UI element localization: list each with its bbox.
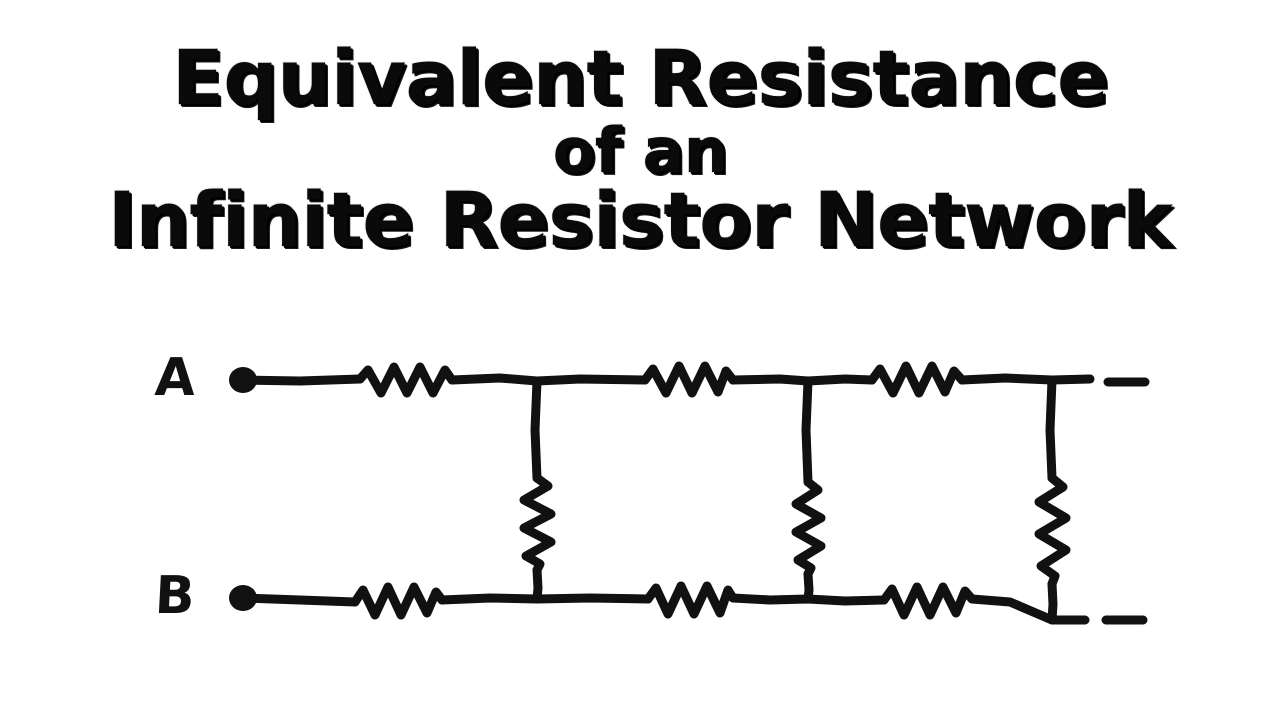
bottom-series-resistor-3	[879, 582, 977, 620]
top-wire-3	[957, 373, 1095, 385]
shunt-resistor-2	[791, 477, 826, 579]
shunt-branch-1-top-wire	[530, 376, 542, 483]
terminal-dot-b	[229, 585, 257, 611]
resistor-network-svg	[229, 361, 1150, 625]
title-line-1: Equivalent Resistance	[171, 33, 1109, 122]
shunt-resistor-1	[519, 473, 556, 575]
title-line-2: of an	[552, 113, 728, 187]
top-series-resistor-1	[355, 362, 457, 398]
shunt-branch-1-bottom-wire	[532, 565, 543, 604]
top-wire-2	[728, 374, 877, 386]
bottom-series-resistor-1	[350, 582, 447, 620]
bottom-lead-wire	[238, 593, 360, 607]
bottom-wire-1	[437, 593, 653, 605]
terminal-dot-a	[229, 367, 257, 393]
bottom-series-resistor-2	[643, 581, 738, 619]
page-title: Equivalent Resistance of an Infinite Res…	[0, 33, 1280, 265]
shunt-branch-2-bottom-wire	[803, 569, 814, 604]
top-lead-wire	[238, 374, 365, 386]
shunt-branch-3-top-wire	[1045, 375, 1057, 483]
shunt-branch-3-bottom-wire	[1047, 579, 1058, 625]
bottom-wire-3	[967, 594, 1090, 625]
top-wire-1	[447, 373, 650, 386]
shunt-resistor-3	[1034, 473, 1071, 589]
shunt-branch-2-top-wire	[801, 376, 813, 487]
top-series-resistor-3	[867, 361, 967, 398]
title-line-3: Infinite Resistor Network	[107, 175, 1173, 265]
top-series-resistor-2	[640, 361, 738, 398]
circuit-diagram: A B	[0, 330, 1280, 660]
